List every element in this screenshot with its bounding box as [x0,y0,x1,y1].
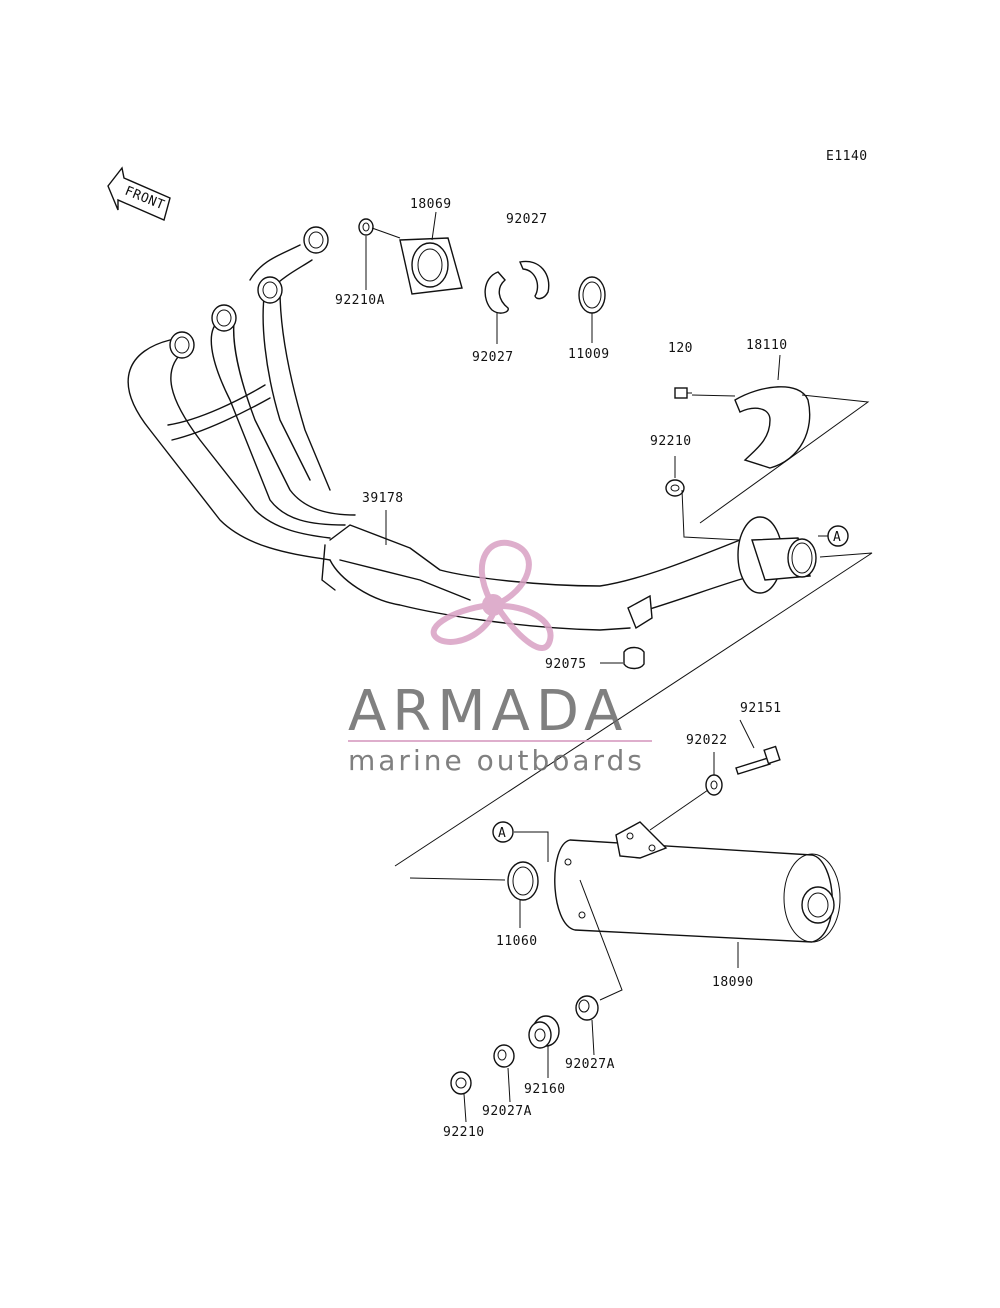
bolt-92151[interactable] [735,745,781,775]
grommet-92075[interactable] [623,646,645,670]
washer-92022[interactable] [705,774,723,796]
watermark: ARMADA marine outboards [348,539,652,777]
split-collar-lower[interactable] [484,271,509,314]
nut-92210-bottom[interactable] [450,1071,472,1095]
muffler-heat-shield[interactable] [734,386,811,469]
leader-lines [365,211,828,1123]
nut-92210-mid[interactable] [665,479,685,497]
marker-a-upper: A [827,525,849,547]
marker-a-lower: A [492,821,514,843]
label-18110: 18110 [746,338,788,353]
muffler[interactable] [554,821,841,943]
label-92160: 92160 [524,1082,566,1097]
pipe-outlet[interactable] [737,516,817,594]
assembly-plane-lower [394,552,873,867]
exhaust-flange[interactable] [399,237,463,295]
propeller-logo-icon [430,539,554,651]
svg-text:A: A [498,826,506,841]
nut-92210a[interactable] [358,218,374,236]
assembly-plane-upper [699,394,870,524]
collar-92027a-right[interactable] [575,995,599,1021]
label-92022: 92022 [686,733,728,748]
watermark-brand: ARMADA [348,679,628,744]
label-92027a-left: 92027A [482,1104,532,1119]
label-18069: 18069 [410,197,452,212]
rubber-damper-92160[interactable] [528,1015,560,1049]
header-pipes[interactable] [127,226,746,631]
label-92075: 92075 [545,657,587,672]
gasket-11060[interactable] [507,861,539,901]
label-39178: 39178 [362,491,404,506]
label-92210-mid: 92210 [650,434,692,449]
label-92027a-right: 92027A [565,1057,615,1072]
label-92027-mid: 92027 [472,350,514,365]
front-arrow-icon: FRONT [107,166,171,221]
label-92210a: 92210A [335,293,385,308]
bolt-120[interactable] [674,387,692,399]
label-18090: 18090 [712,975,754,990]
diagram-code: E1140 [826,149,868,164]
label-11009: 11009 [568,347,610,362]
collar-92027a-left[interactable] [493,1044,515,1068]
label-120: 120 [668,341,693,356]
split-collar-upper[interactable] [519,260,550,300]
label-92151: 92151 [740,701,782,716]
svg-text:A: A [833,530,841,545]
gasket-11009[interactable] [578,276,606,314]
label-92210-bottom: 92210 [443,1125,485,1140]
label-92027-top: 92027 [506,212,548,227]
watermark-tagline: marine outboards [348,744,645,777]
label-11060: 11060 [496,934,538,949]
